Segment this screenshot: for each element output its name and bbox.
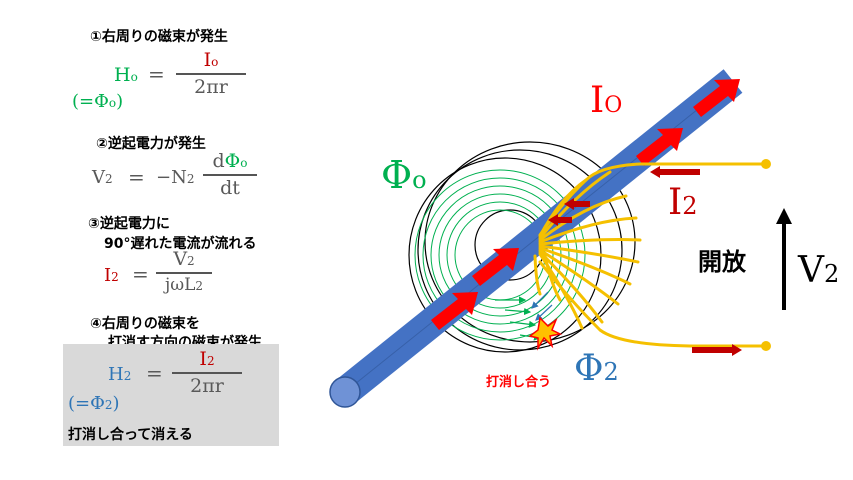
step2-equals: = xyxy=(128,165,145,189)
step4-fraction: I2 2πr xyxy=(172,348,242,397)
v2-label: V2 xyxy=(797,250,839,291)
step3-fraction: V2 jωL2 xyxy=(156,248,212,295)
i2-label: I2 xyxy=(668,182,698,223)
phi0-label: Φo xyxy=(381,153,427,197)
step4-label-line1: ④右周りの磁束を xyxy=(90,316,200,332)
step4-caption: 打消し合って消える xyxy=(68,427,193,443)
i0-label: IO xyxy=(590,80,622,121)
current-i2-arrows xyxy=(548,166,742,356)
step4-denominator: 2πr xyxy=(190,374,224,397)
open-label: 開放 xyxy=(698,248,747,276)
current-i0-arrows xyxy=(431,79,740,330)
step4-box xyxy=(63,344,279,446)
step1-label: ①右周りの磁束が発生 xyxy=(90,29,228,45)
step3-lhs: I2 xyxy=(104,265,119,286)
terminal-top xyxy=(761,159,771,169)
step4-lhs: H2 xyxy=(108,364,132,385)
step1-equals: = xyxy=(148,62,165,86)
flux-phi0-rings xyxy=(414,169,586,341)
step2-fraction: dΦo dt xyxy=(203,150,257,199)
step1-note: (=Φo) xyxy=(72,91,124,112)
step1-numerator: Io xyxy=(203,49,219,71)
step4-numerator: I2 xyxy=(199,348,215,370)
terminal-bottom xyxy=(761,341,771,351)
step1-denominator: 2πr xyxy=(194,75,228,98)
step1-lhs: Ho xyxy=(114,64,138,86)
step2-label: ②逆起電力が発生 xyxy=(96,136,206,152)
step4-equals: = xyxy=(146,361,163,385)
v2-arrow xyxy=(776,208,792,310)
step2-numerator: dΦo xyxy=(212,150,248,172)
cancel-burst-icon xyxy=(528,316,563,351)
step3-denominator: jωL2 xyxy=(164,274,204,295)
cancel-label: 打消し合う xyxy=(486,374,551,390)
step2-lhs: V2 xyxy=(92,167,113,188)
step1-fraction: Io 2πr xyxy=(176,49,246,98)
step3-numerator: V2 xyxy=(173,248,195,270)
step3-label-line1: ③逆起電力に xyxy=(88,216,170,232)
step2-coefficient: −N2 xyxy=(156,167,195,188)
step4-note: (=Φ2) xyxy=(68,393,120,414)
cancel-arrows xyxy=(495,291,553,341)
step2-denominator: dt xyxy=(220,176,240,199)
coil-winding xyxy=(533,162,768,348)
phi2-label: Φ2 xyxy=(574,348,619,389)
step3-label-line2: 90°遅れた電流が流れる xyxy=(104,236,257,252)
step3-equals: = xyxy=(132,262,149,286)
